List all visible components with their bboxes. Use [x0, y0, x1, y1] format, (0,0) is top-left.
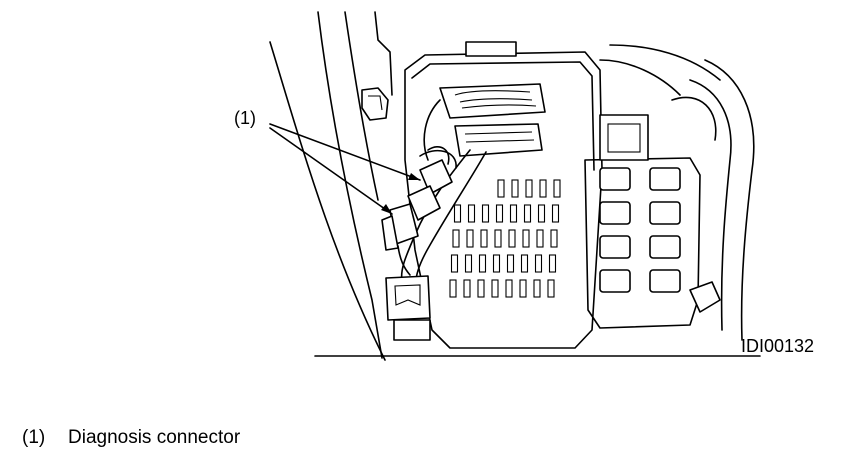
- fuse-slot: [550, 229, 558, 248]
- relay-slot: [649, 235, 681, 259]
- dash-panel-edge: [269, 41, 386, 361]
- fuse-slot: [478, 254, 487, 273]
- fuse-slot: [539, 179, 547, 198]
- fuse-slot: [536, 229, 544, 248]
- fuse-slot: [547, 279, 555, 298]
- housing-tab: [465, 41, 517, 57]
- diagnosis-connector-lower: [381, 203, 419, 276]
- relay-slot: [599, 235, 631, 259]
- harness-clip: [689, 281, 721, 313]
- relay-slot: [599, 269, 631, 293]
- fuse-slot: [508, 229, 516, 248]
- callout-label: (1): [234, 108, 256, 128]
- top-bracket: [374, 11, 393, 96]
- fuse-slot: [463, 279, 471, 298]
- diagnosis-connector-upper: [407, 146, 457, 221]
- fuse-slot: [449, 279, 457, 298]
- lower-socket: [385, 275, 431, 321]
- fuse-slot: [533, 279, 541, 298]
- relay-slot: [649, 201, 681, 225]
- fuse-slot: [466, 229, 474, 248]
- fuse-slot: [553, 179, 561, 198]
- fuse-slot: [492, 254, 501, 273]
- fuse-slot: [534, 254, 543, 273]
- fuse-slot: [509, 204, 518, 223]
- callout-leader-upper: [269, 123, 421, 181]
- fuse-slot: [464, 254, 473, 273]
- callout-leader-lower: [269, 127, 393, 215]
- legend-number: (1): [22, 427, 46, 448]
- relay-slot: [599, 201, 631, 225]
- fuse-slot: [525, 179, 533, 198]
- relay-block: [584, 157, 701, 329]
- fuse-slot: [481, 204, 490, 223]
- fuse-grid: [449, 179, 561, 298]
- relay-top-tab: [599, 114, 649, 161]
- dash-panel-edge-inner: [317, 11, 383, 359]
- upper-connector: [439, 83, 546, 119]
- legend-text: Diagnosis connector: [68, 427, 241, 448]
- fuse-slot: [523, 204, 532, 223]
- fuse-slot: [497, 179, 505, 198]
- dash-panel-edge-2: [344, 11, 379, 201]
- relay-slot: [649, 167, 681, 191]
- panel-clip: [361, 87, 389, 121]
- fuse-slot: [551, 204, 560, 223]
- fuse-slot: [505, 279, 513, 298]
- figure-code: IDI00132: [741, 336, 815, 356]
- fuse-slot: [453, 204, 462, 223]
- fuse-slot: [511, 179, 519, 198]
- fuse-slot: [450, 254, 459, 273]
- fuse-slot: [467, 204, 476, 223]
- relay-slot: [599, 167, 631, 191]
- fuse-slot: [477, 279, 485, 298]
- fuse-slot: [548, 254, 557, 273]
- fuse-slot: [520, 254, 529, 273]
- fuse-slot: [491, 279, 499, 298]
- fuse-slot: [519, 279, 527, 298]
- relay-slots: [599, 167, 681, 293]
- right-harness: [689, 79, 732, 331]
- fuse-slot: [452, 229, 460, 248]
- fuse-slot: [480, 229, 488, 248]
- relay-slot: [649, 269, 681, 293]
- fuse-slot: [494, 229, 502, 248]
- legend-item: (1) Diagnosis connector: [22, 427, 240, 449]
- fuse-slot: [537, 204, 546, 223]
- fuse-slot: [495, 204, 504, 223]
- fuse-slot: [522, 229, 530, 248]
- fuse-slot: [506, 254, 515, 273]
